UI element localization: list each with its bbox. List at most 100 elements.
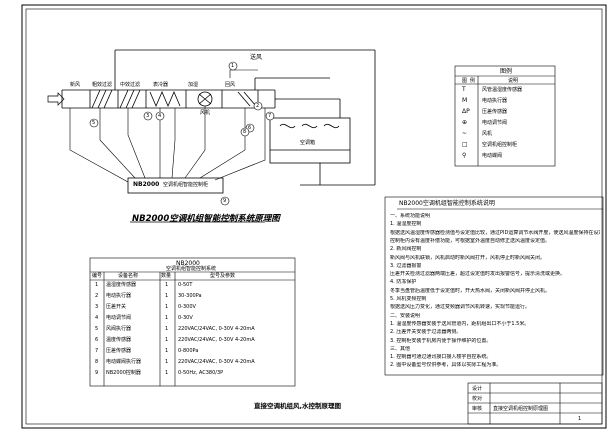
notes-line: 三、其他 [390,345,411,352]
legend-title: 图例 [500,68,513,75]
device-cell-qty: 1 [165,337,169,343]
legend-symbol: ~ [462,130,468,137]
intake-arrow [47,92,65,106]
ahu-duct [61,89,276,109]
notes-line: 冬季当盘管后温度低于设定值时，开大热水阀，关闭新风阀并停止风机。 [390,287,551,294]
device-cell-no: 2 [95,293,99,299]
legend-symbol: M [462,97,468,104]
device-cell-no: 3 [95,304,99,310]
outer-frame [21,4,607,429]
number-balloons [89,61,275,206]
balloon-1: 1 [231,63,235,69]
filter-label-2: 表冷器 [153,82,169,88]
legend-symbol: ΔP [462,108,470,115]
notes-frame [384,196,604,376]
title-block-grid [467,382,603,425]
device-cell-spec: 0-50T [178,282,193,288]
notes-line: 根据送风温湿度传感器检测值与设定值比较，通过PID运算调节水阀开度，使送风温度保… [390,229,600,236]
supply-duct [114,49,376,186]
balloon-8: 8 [243,129,247,135]
device-cell-spec: 0-300V [178,304,196,310]
device-table-grid [89,257,296,387]
notes-line: 1. 温湿度传感器安装于送风管道内，距机组出口不小于1.5米。 [390,320,530,327]
notes-line: 3. 过滤器报警 [390,262,422,269]
signal-wires [69,69,266,183]
device-cell-no: 4 [95,315,99,321]
legend-desc: 风管温湿度传感器 [482,87,523,93]
balloon-7: 7 [268,113,272,119]
legend-symbol: □ [462,141,468,148]
notes-line: 压差开关检测过滤器两端压差，超过设定值时发出报警信号，提示清洗或更换。 [390,271,566,278]
tb-project: 直接空调机组控制原理图 [493,406,549,412]
device-cell-no: 6 [95,337,99,343]
balloon-5: 5 [92,120,96,126]
main-title: NB2000空调机组智能控制系统原理图 [132,214,280,224]
device-cell-qty: 1 [165,359,169,365]
notes-line: 3. 控制柜安装于机房内便于操作维护的位置。 [390,337,492,344]
balloon-9: 9 [223,198,227,204]
legend-desc: 风机 [482,131,493,137]
return-air-label: 回风 [225,82,236,88]
tb-design: 设计 [472,386,483,392]
device-col-name: 设备名称 [118,273,139,279]
device-cell-qty: 1 [165,348,169,354]
device-col-qty: 数量 [161,273,172,279]
supply-air-label: 送风 [250,54,263,61]
notes-line: 根据送风压力变化，通过变频器调节风机转速，实现节能运行。 [390,304,531,311]
notes-line: 2. 压差开关安装于过滤器两侧。 [390,329,462,336]
device-cell-name: NB2000控制器 [106,370,141,376]
device-cell-name: 电动执行器 [106,293,132,299]
filter-label-3: 加湿 [188,82,199,88]
balloon-2: 2 [256,103,260,109]
device-cell-no: 5 [95,326,99,332]
notes-line: 4. 防冻保护 [390,279,417,286]
device-cell-name: 温湿度传感器 [106,282,137,288]
legend-table [454,65,556,167]
notes-line: 1. 控制器可通过通讯接口接入楼宇自控系统。 [390,354,492,361]
device-cell-name: 电动蝶阀执行器 [106,359,142,365]
notes-line: 一、系统功能说明 [390,213,431,219]
controller-sublabel: 空调机组智能控制柜 [163,182,209,188]
device-cell-spec: 220VAC/24VAC, 0-30V 4-20mA [178,337,255,343]
device-cell-no: 9 [95,370,99,376]
device-cell-spec: 0-800Pa [178,348,199,354]
cold-room-label: 空调箱 [300,140,316,146]
device-cell-qty: 1 [165,370,169,376]
device-col-no: 编号 [92,273,103,279]
filter-label-4: 风机 [200,110,211,116]
device-cell-no: 7 [95,348,99,354]
notes-line: 5. 风机变频控制 [390,296,427,302]
device-cell-qty: 1 [165,326,169,332]
legend-desc: 电动执行器 [482,98,508,104]
legend-symbol: T [462,86,466,93]
legend-symbol: ⊕ [462,119,468,126]
legend-symbol: ⚲ [462,152,467,159]
device-cell-spec: 220VAC/24VAC, 0-30V 4-20mA [178,326,255,332]
notes-title: NB2000空调机组智能控制系统说明 [399,200,495,207]
legend-desc: 压差传感器 [482,109,508,115]
device-cell-spec: 220VAC/24VAC, 0-30V 4-20mA [178,359,255,365]
balloon-3: 3 [146,113,150,119]
balloon-4: 4 [158,113,162,119]
legend-header-desc: 说明 [508,78,519,84]
notes-line: 二、安装说明 [390,312,421,319]
tb-check: 校对 [472,396,483,402]
device-table-title: NB2000 [176,260,200,267]
device-cell-no: 1 [95,282,99,288]
notes-line: 2. 新风阀控制 [390,246,422,253]
device-cell-spec: 0-30V [178,315,193,321]
filter-label-0: 粗效过滤 [92,82,113,88]
device-cell-qty: 1 [165,304,169,310]
device-cell-qty: 1 [165,293,169,299]
device-cell-name: 温度传感器 [106,337,132,343]
footer-title: 直接空调机组风,水控制原理图 [254,402,341,410]
legend-header-example: 例 [470,78,476,84]
legend-desc: 电动蝶阀 [482,153,503,159]
device-cell-name: 压差开关 [106,304,127,310]
device-cell-name: 压差传感器 [106,348,132,354]
notes-line: 2. 图中设备型号仅供参考，具体以实际工程为准。 [390,362,502,369]
filter-label-1: 中效过滤 [120,82,141,88]
device-cell-name: 风阀执行器 [106,326,132,332]
device-table-subtitle: 空调机组智能控制系统 [166,266,217,272]
notes-line: 控制柜内设有温度补偿功能，可根据室外温度自动修正送风温度设定值。 [390,237,551,244]
